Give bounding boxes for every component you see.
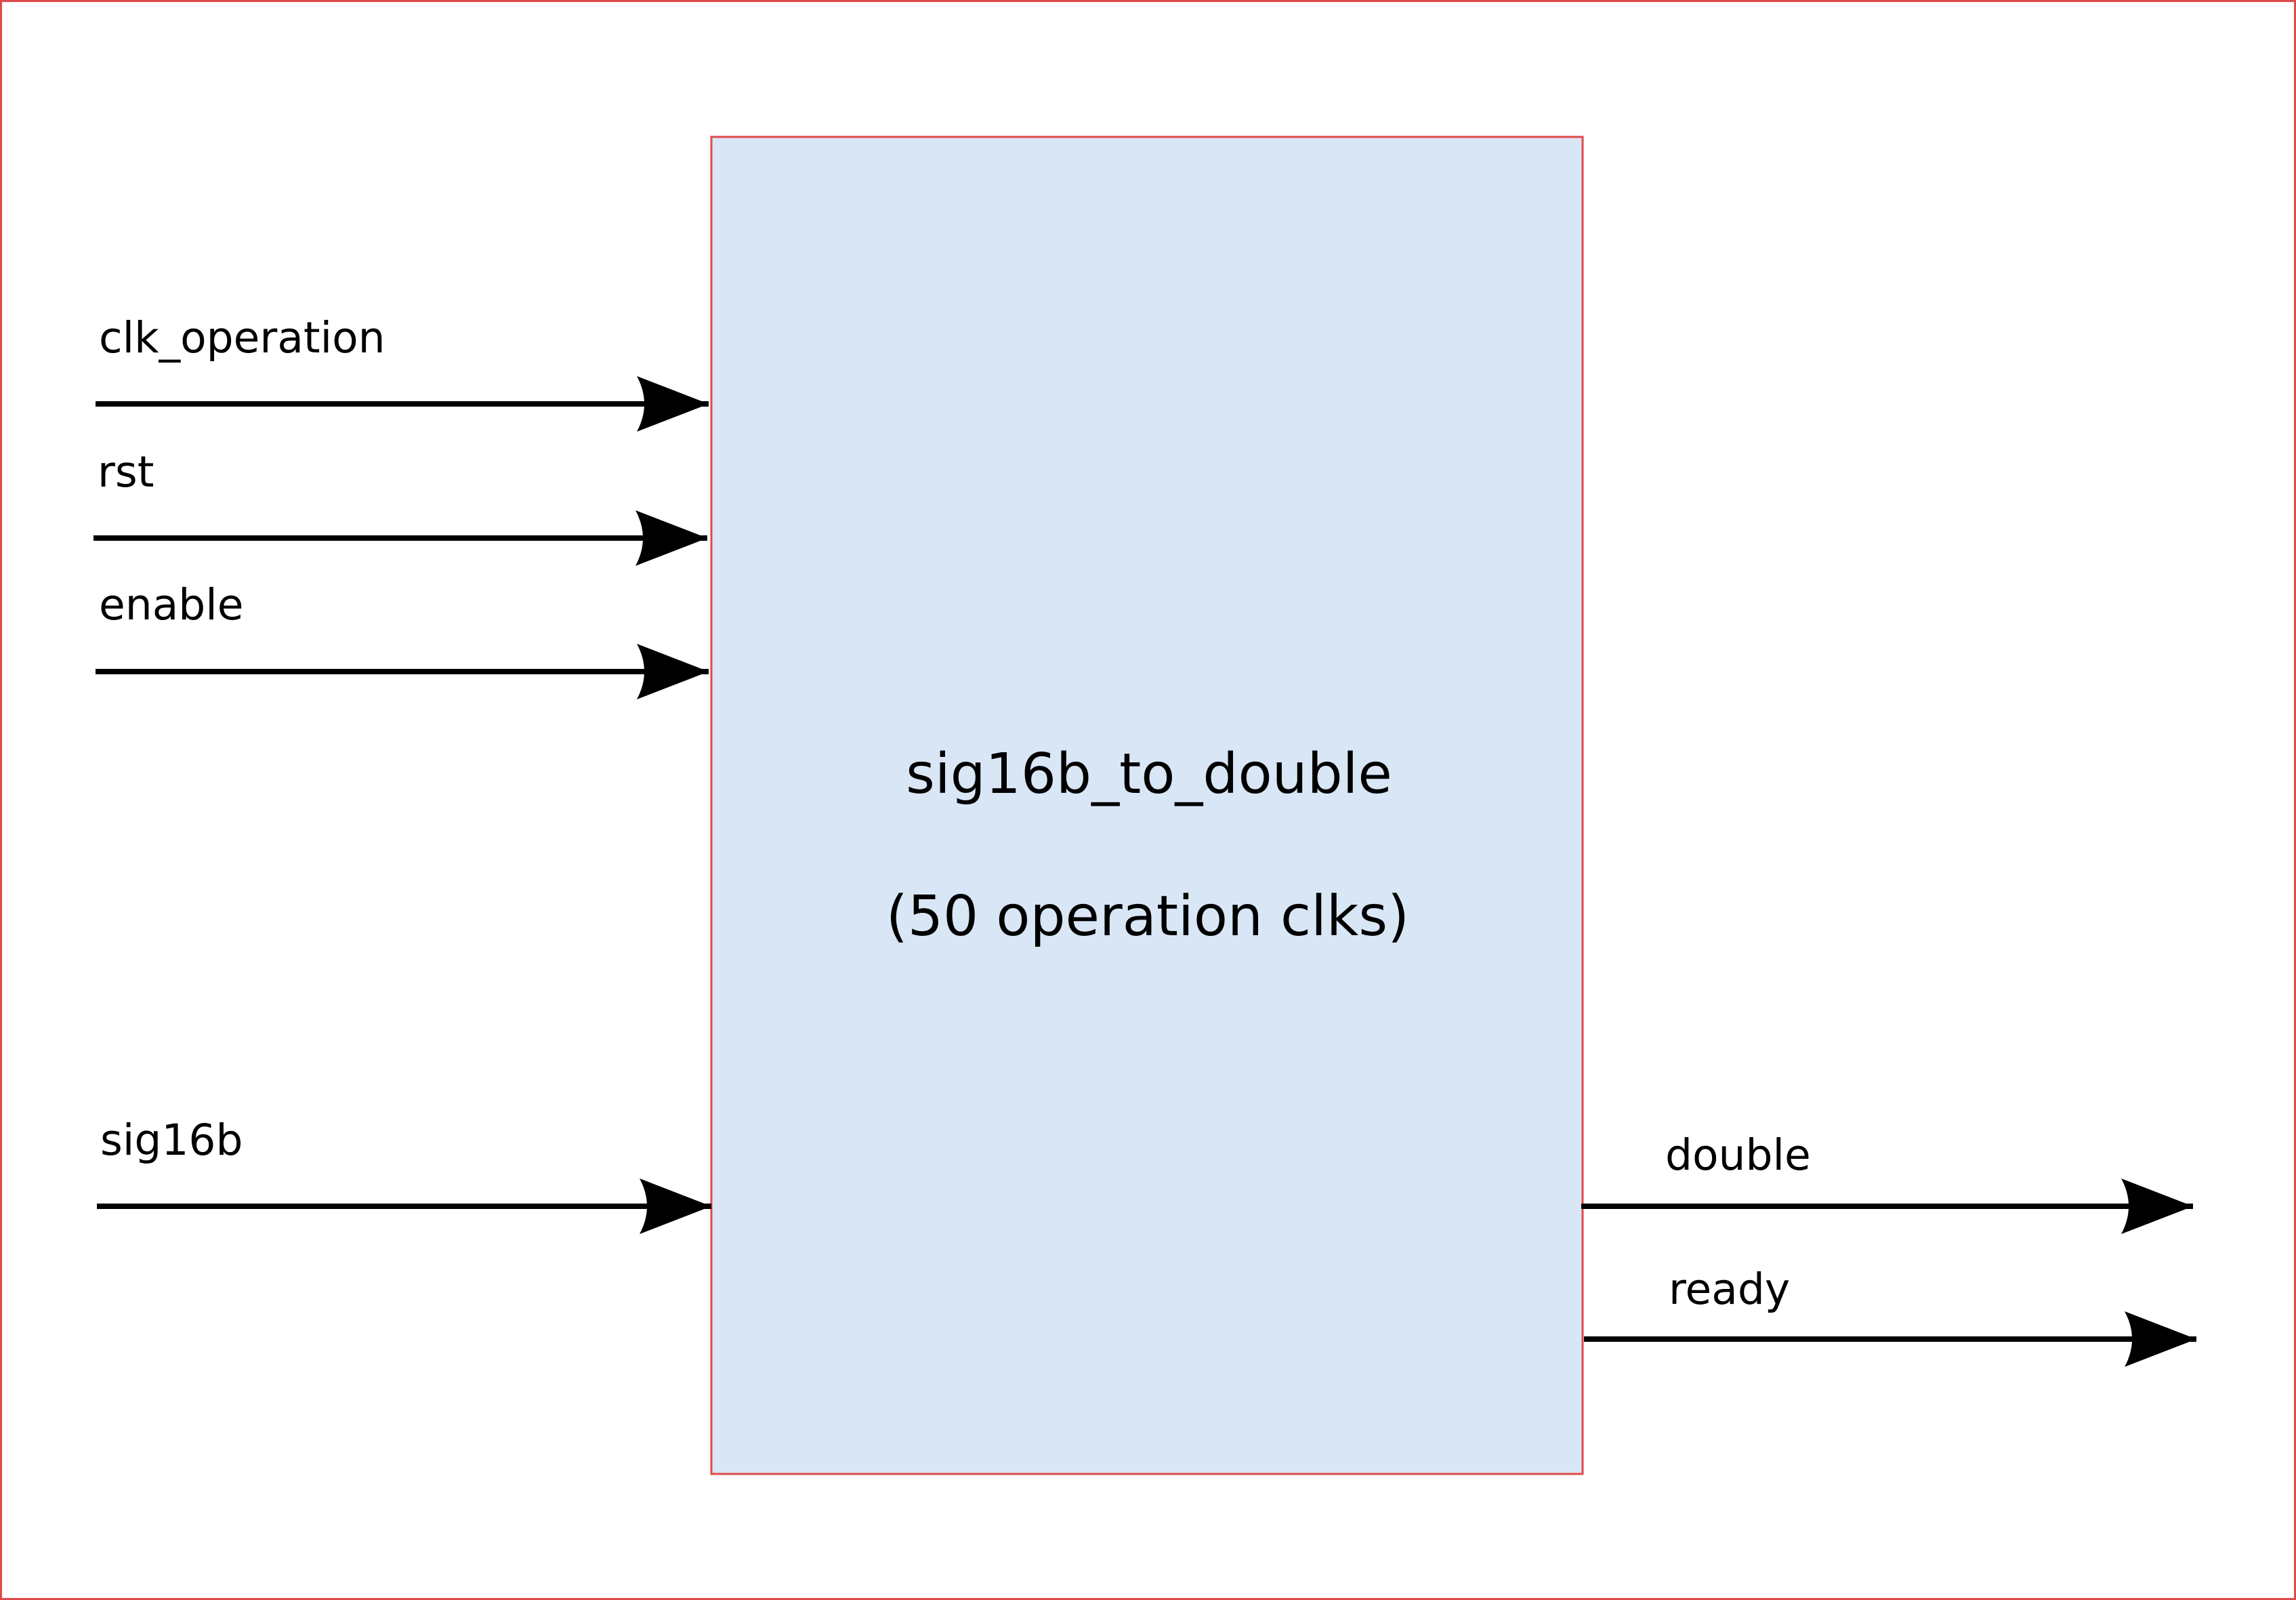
module-name: sig16b_to_double bbox=[906, 742, 1392, 806]
input-label-enable: enable bbox=[99, 580, 244, 630]
input-label-rst: rst bbox=[98, 447, 154, 497]
module-block bbox=[710, 136, 1584, 1475]
output-label-double: double bbox=[1665, 1130, 1811, 1180]
module-subtitle: (50 operation clks) bbox=[886, 884, 1409, 949]
output-label-ready: ready bbox=[1669, 1265, 1790, 1314]
input-label-clk-operation: clk_operation bbox=[99, 313, 385, 363]
input-label-sig16b: sig16b bbox=[100, 1115, 243, 1165]
